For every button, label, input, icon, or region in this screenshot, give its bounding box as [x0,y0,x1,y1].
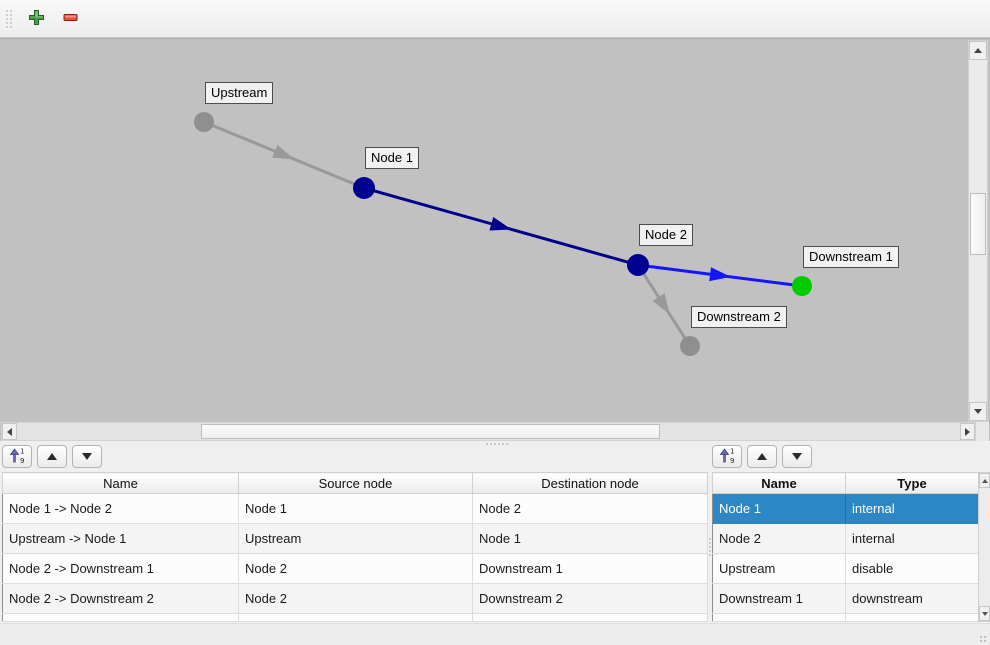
canvas-vscrollbar[interactable] [968,40,988,422]
toolbar-grip[interactable] [6,17,8,20]
svg-text:9: 9 [730,457,734,464]
edges-table-row-cell-destination[interactable]: Node 2 [472,493,708,524]
sort-ascending-icon: 1 9 [719,447,736,467]
nodes-move-up-button[interactable] [747,445,777,468]
canvas-scroll-left-button[interactable] [2,423,17,440]
move-up-icon [757,453,767,460]
graph-node-downstream2[interactable] [680,336,700,356]
edges-list-toolbar: 1 9 [2,445,102,468]
edge-arrow-icon [709,267,731,282]
edges-table-row-cell-source[interactable]: Node 2 [238,553,473,584]
graph-svg [194,112,812,356]
status-bar [0,623,990,645]
column-header-source-node[interactable]: Source node [238,472,473,494]
canvas-hscrollbar[interactable] [1,422,976,441]
graph-node-upstream[interactable] [194,112,214,132]
canvas-scroll-up-button[interactable] [969,41,987,60]
nodes-table-scroll-up-button[interactable] [979,473,990,488]
remove-button[interactable] [56,5,84,33]
edges-table-row-cell-name[interactable]: Upstream -> Node 1 [2,523,239,554]
edges-table-row-cell-source[interactable]: Node 1 [238,493,473,524]
main-toolbar [0,0,990,38]
nodes-table-row-cell-name[interactable]: Node 1 [712,493,846,524]
edges-table-row-cell-destination[interactable]: Downstream 1 [472,553,708,584]
nodes-table-scroll-down-button[interactable] [979,606,990,621]
column-header-destination-node[interactable]: Destination node [472,472,708,494]
graph-node-node1[interactable] [353,177,375,199]
column-header-type[interactable]: Type [845,472,979,494]
canvas-hscroll-thumb[interactable] [201,424,660,439]
svg-text:9: 9 [20,457,24,464]
edges-table-header-row: Name Source node Destination node [2,472,708,494]
nodes-table-row-cell-type[interactable]: downstream [845,583,979,614]
nodes-table-row-cell-name[interactable]: Downstream 1 [712,583,846,614]
graph-node-downstream1[interactable] [792,276,812,296]
canvas-scroll-down-button[interactable] [969,402,987,421]
nodes-table-header-row: Name Type [712,472,979,494]
window-resize-grip[interactable] [984,640,986,642]
nodes-table-row-cell-name[interactable]: Node 2 [712,523,846,554]
nodes-table-row-cell-type[interactable]: internal [845,523,979,554]
edges-table-row-cell-source[interactable]: Node 2 [238,583,473,614]
arrow-left-icon [7,427,12,436]
arrow-down-icon [981,611,988,616]
arrow-right-icon [965,427,970,436]
empty-row [712,613,979,622]
edges-table-row-cell-name[interactable]: Node 1 -> Node 2 [2,493,239,524]
edges-move-up-button[interactable] [37,445,67,468]
pane-splitter-horizontal[interactable] [0,441,990,446]
edges-table-row-cell-name[interactable]: Node 2 -> Downstream 2 [2,583,239,614]
nodes-move-down-button[interactable] [782,445,812,468]
edges-table-row-cell-destination[interactable]: Downstream 2 [472,583,708,614]
nodes-table-row-cell-name[interactable]: Upstream [712,553,846,584]
nodes-sort-button[interactable]: 1 9 [712,445,742,468]
arrow-up-icon [981,478,988,483]
edge-arrow-icon [272,144,295,160]
edges-table-row-cell-name[interactable]: Node 2 -> Downstream 1 [2,553,239,584]
svg-text:1: 1 [20,447,24,455]
edges-move-down-button[interactable] [72,445,102,468]
arrow-up-icon [974,48,982,53]
move-down-icon [82,453,92,460]
nodes-table-row-cell-type[interactable]: internal [845,493,979,524]
edge-arrow-icon [652,293,670,315]
plus-icon [28,9,45,29]
canvas-vscroll-thumb[interactable] [970,193,986,255]
splitter-grip-icon [494,442,496,445]
graph-node-node2[interactable] [627,254,649,276]
edges-table-row-cell-source[interactable]: Upstream [238,523,473,554]
sort-ascending-icon: 1 9 [9,447,26,467]
arrow-down-icon [974,409,982,414]
pane-splitter-vertical[interactable] [708,472,712,622]
nodes-table-row-cell-type[interactable]: disable [845,553,979,584]
minus-icon [62,9,79,29]
edges-table: Name Source node Destination node Node 1… [2,472,708,622]
move-up-icon [47,453,57,460]
nodes-list-toolbar: 1 9 [712,445,812,468]
column-header-name[interactable]: Name [712,472,846,494]
scrollbar-corner [976,422,989,441]
empty-row [2,613,708,622]
svg-text:1: 1 [730,447,734,455]
edges-sort-button[interactable]: 1 9 [2,445,32,468]
edges-table-row-cell-destination[interactable]: Node 1 [472,523,708,554]
splitter-grip-icon [709,546,711,548]
move-down-icon [792,453,802,460]
nodes-table-scrollbar[interactable] [978,472,990,622]
add-button[interactable] [22,5,50,33]
edge-arrow-icon [489,217,512,231]
column-header-name[interactable]: Name [2,472,239,494]
canvas-scroll-right-button[interactable] [960,423,975,440]
